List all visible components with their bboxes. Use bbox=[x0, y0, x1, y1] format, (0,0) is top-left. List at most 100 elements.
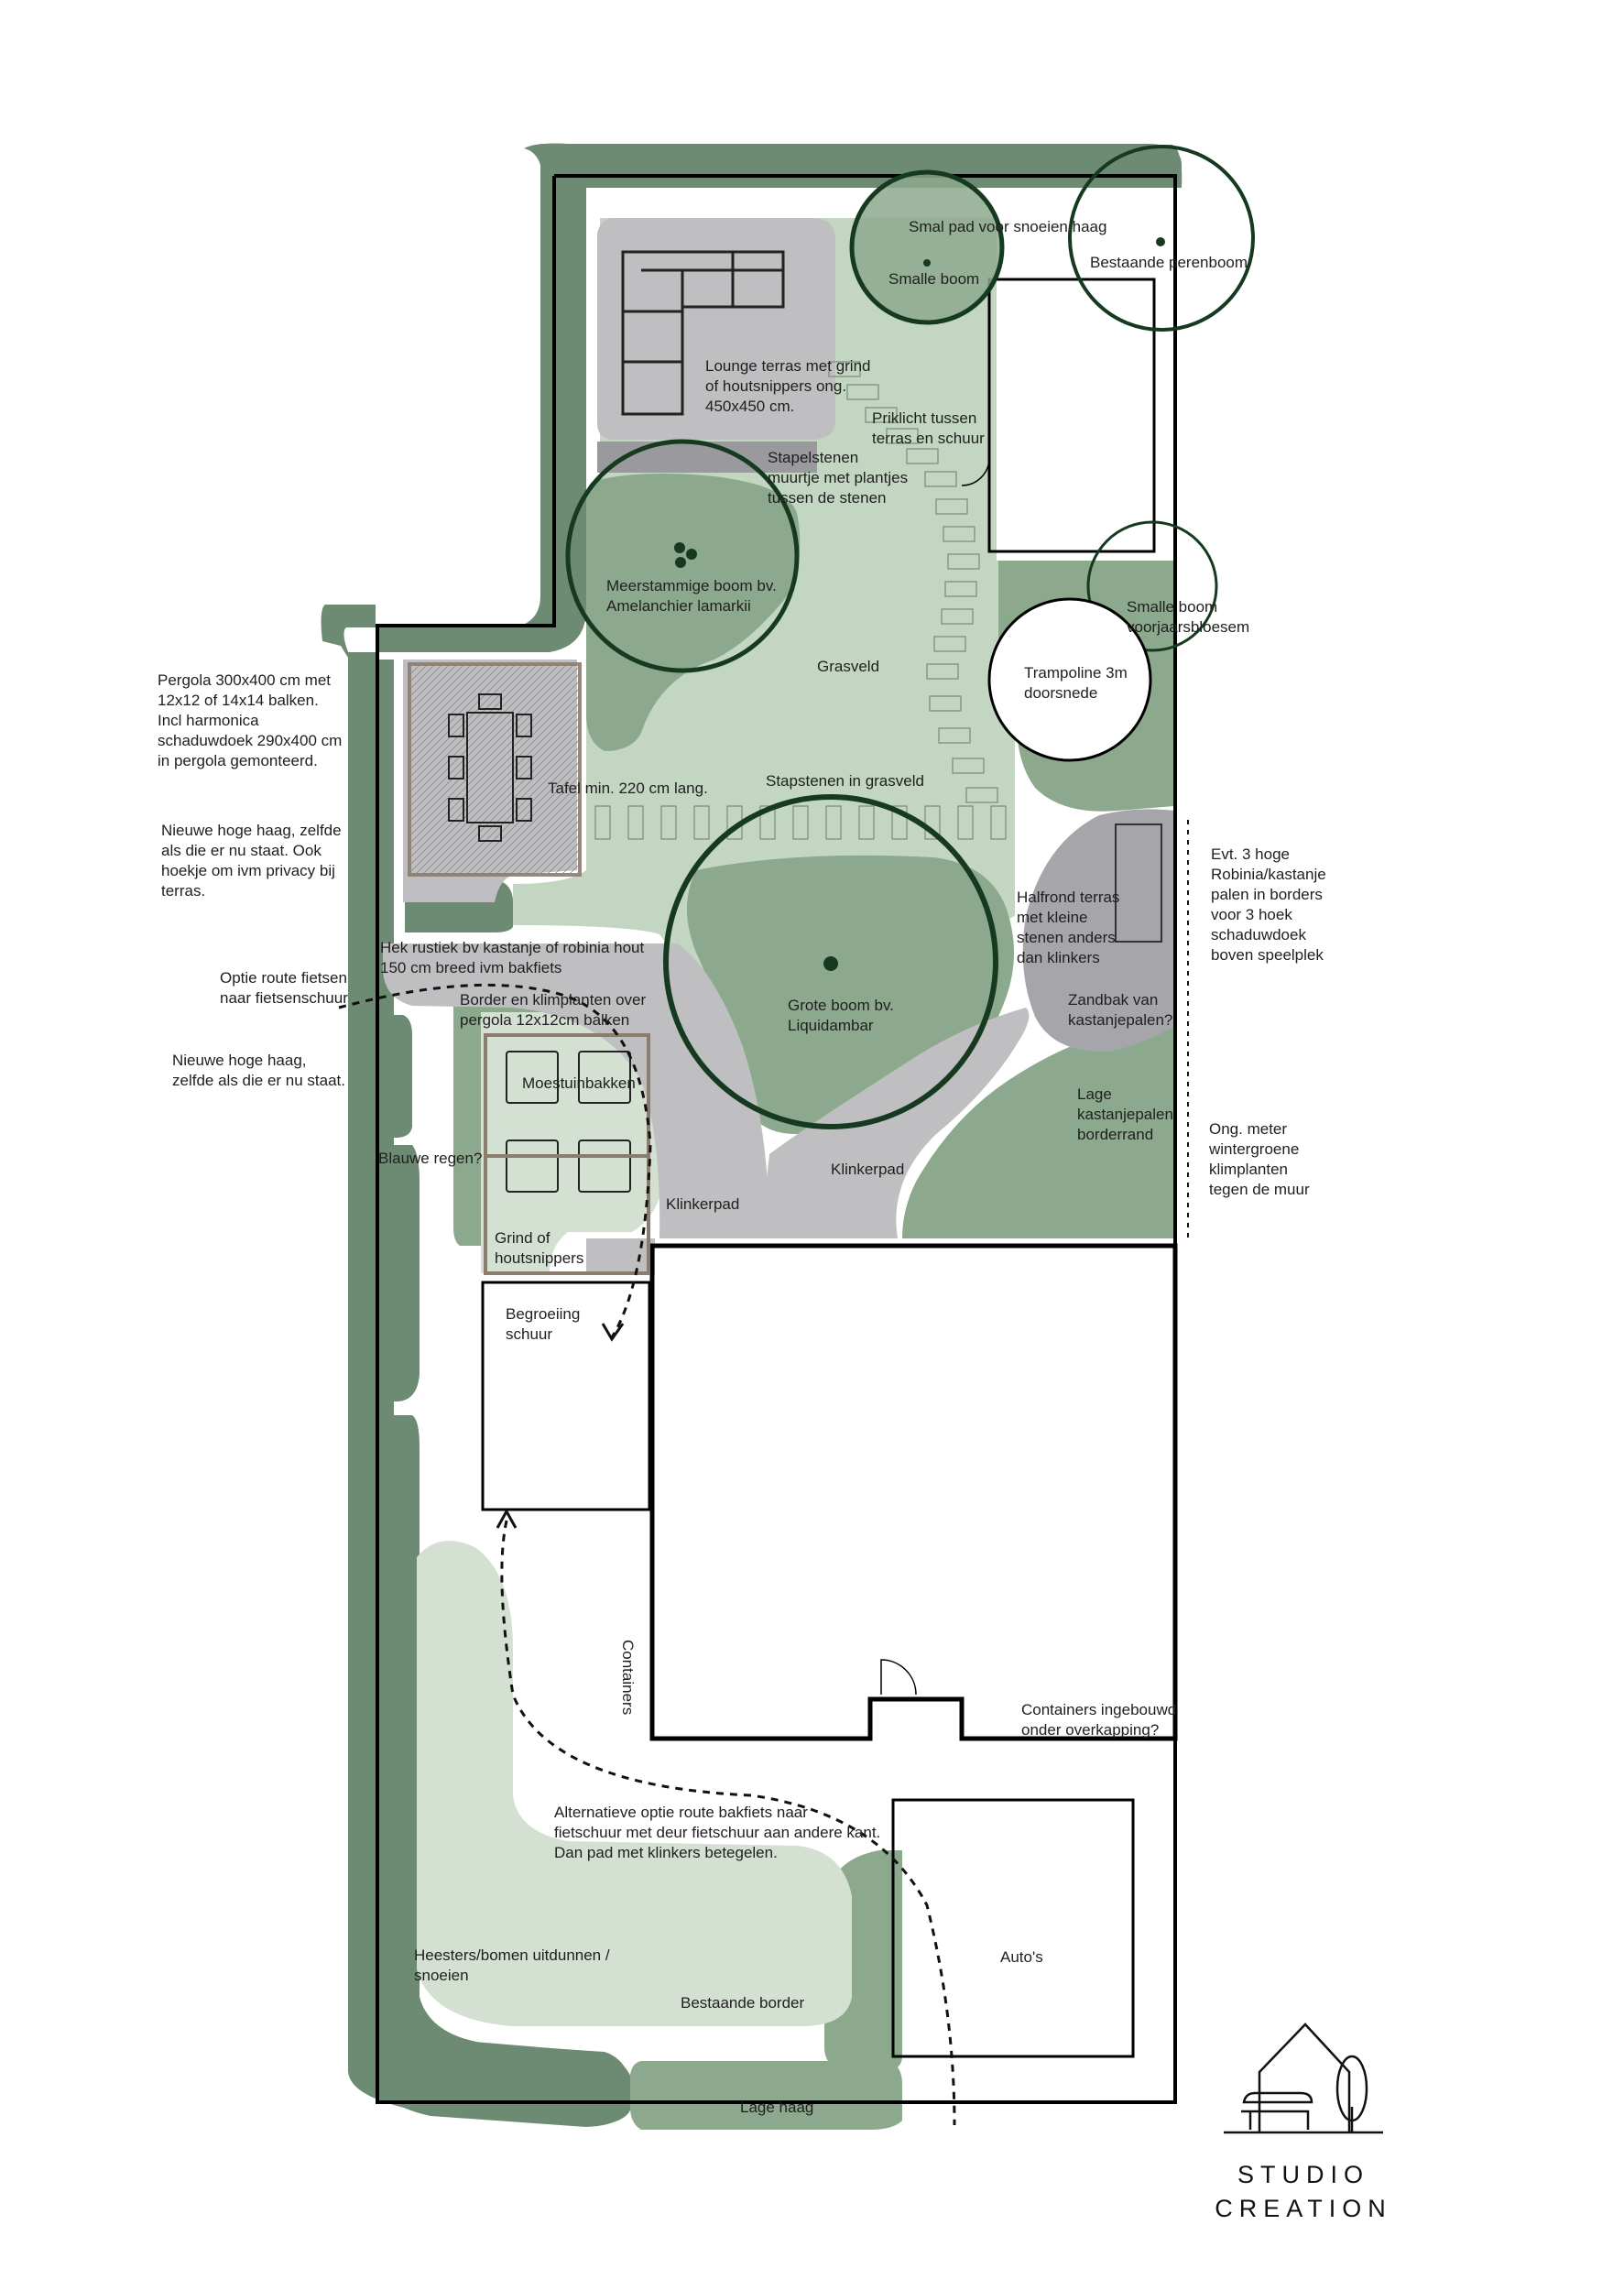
hedge-left-mid bbox=[350, 1015, 412, 1138]
brand-line2: CREATION bbox=[1215, 2195, 1392, 2222]
stapsteen bbox=[858, 805, 875, 840]
label-grasveld: Grasveld bbox=[817, 658, 879, 675]
stapsteen bbox=[759, 805, 776, 840]
stapsteen bbox=[594, 805, 611, 840]
stapsteen bbox=[906, 448, 939, 464]
grote-boom bbox=[663, 794, 998, 1129]
stapsteen bbox=[929, 695, 962, 712]
doors bbox=[880, 457, 990, 1696]
zandbak-block bbox=[1115, 823, 1162, 943]
moestuinbak bbox=[506, 1140, 559, 1193]
perenboom bbox=[1068, 145, 1255, 332]
bench-logo-icon bbox=[1241, 2091, 1313, 2130]
tree-trunks bbox=[674, 237, 1165, 971]
moestuinbak bbox=[506, 1051, 559, 1104]
house-logo-icon bbox=[1258, 2023, 1351, 2132]
stapsteen bbox=[825, 805, 842, 840]
hedge-left-low bbox=[353, 1145, 420, 1401]
stapsteen bbox=[891, 805, 908, 840]
label-tafel: Tafel min. 220 cm lang. bbox=[548, 780, 708, 797]
stapsteen bbox=[924, 471, 957, 487]
structures bbox=[376, 174, 1178, 2104]
stapsteen bbox=[933, 636, 966, 652]
hedges bbox=[321, 143, 1183, 2127]
hedge-outer bbox=[321, 143, 1183, 2126]
klinkerpad-down bbox=[586, 1238, 655, 1275]
stapsteen bbox=[627, 805, 644, 840]
trampoline bbox=[987, 597, 1152, 762]
pergola-moestuin bbox=[484, 1033, 650, 1275]
route-fietsen bbox=[338, 983, 652, 1338]
border-right-lower bbox=[902, 1017, 1174, 1238]
carport bbox=[891, 1798, 1135, 2058]
stapsteen bbox=[952, 758, 985, 774]
label-lage-haag: Lage haag bbox=[740, 2099, 813, 2116]
studio-creation-logo: STUDIO CREATION bbox=[1215, 2023, 1392, 2222]
moestuinbak bbox=[578, 1140, 631, 1193]
label-stapstenen: Stapstenen in grasveld bbox=[766, 772, 924, 790]
light-borders bbox=[417, 1012, 902, 2130]
moestuinbak bbox=[578, 1051, 631, 1104]
routes bbox=[338, 820, 1189, 2126]
border-pergola-light bbox=[481, 1012, 661, 1273]
label-grote-boom: Grote boom bv.Liquidambar bbox=[788, 997, 894, 1034]
border-lounge-bottom bbox=[586, 473, 801, 751]
label-moestuinbakken: Moestuinbakken bbox=[522, 1074, 636, 1092]
table bbox=[466, 712, 514, 823]
brand-line1: STUDIO bbox=[1237, 2161, 1369, 2188]
border-lage-haag bbox=[630, 2061, 902, 2130]
stapsteen bbox=[938, 727, 971, 744]
route-bakfiets bbox=[500, 1520, 956, 2126]
stapsteen bbox=[957, 805, 974, 840]
label-perenboom: Bestaande perenboom bbox=[1090, 254, 1248, 271]
label-containers-vertical: Containers bbox=[619, 1640, 637, 1715]
stapsteen bbox=[935, 498, 968, 515]
stapsteen bbox=[965, 787, 998, 803]
label-klinkerpad-2: Klinkerpad bbox=[831, 1161, 904, 1178]
stapsteen bbox=[943, 526, 975, 542]
trees bbox=[565, 145, 1255, 1129]
label-autos: Auto's bbox=[1000, 1948, 1043, 1966]
stapsteen bbox=[792, 805, 809, 840]
stapsteen bbox=[660, 805, 677, 840]
stapsteen bbox=[886, 428, 919, 444]
label-smalle-boom-1: Smalle boom bbox=[888, 270, 979, 288]
stapstenen bbox=[594, 361, 1007, 840]
label-bestaande-border: Bestaande border bbox=[681, 1994, 804, 2012]
meerstammige-boom bbox=[565, 439, 800, 673]
stapsteen bbox=[693, 805, 710, 840]
route-arrows bbox=[496, 1323, 625, 1529]
smalle-boom-top bbox=[849, 169, 1005, 325]
border-pergola-left bbox=[453, 994, 481, 1246]
boundary-wall bbox=[376, 174, 1177, 2104]
stapsteen bbox=[926, 663, 959, 680]
border-bestaande bbox=[417, 1541, 852, 2026]
label-klinkerpad-1: Klinkerpad bbox=[666, 1195, 739, 1213]
smalle-boom-rechts bbox=[1086, 520, 1218, 652]
stapsteen bbox=[941, 608, 974, 625]
hedge-left-bottom bbox=[353, 1415, 632, 2127]
stapsteen bbox=[990, 805, 1007, 840]
stapsteen bbox=[924, 805, 941, 840]
stapsteen bbox=[828, 361, 861, 377]
lounge-terras bbox=[597, 218, 835, 440]
